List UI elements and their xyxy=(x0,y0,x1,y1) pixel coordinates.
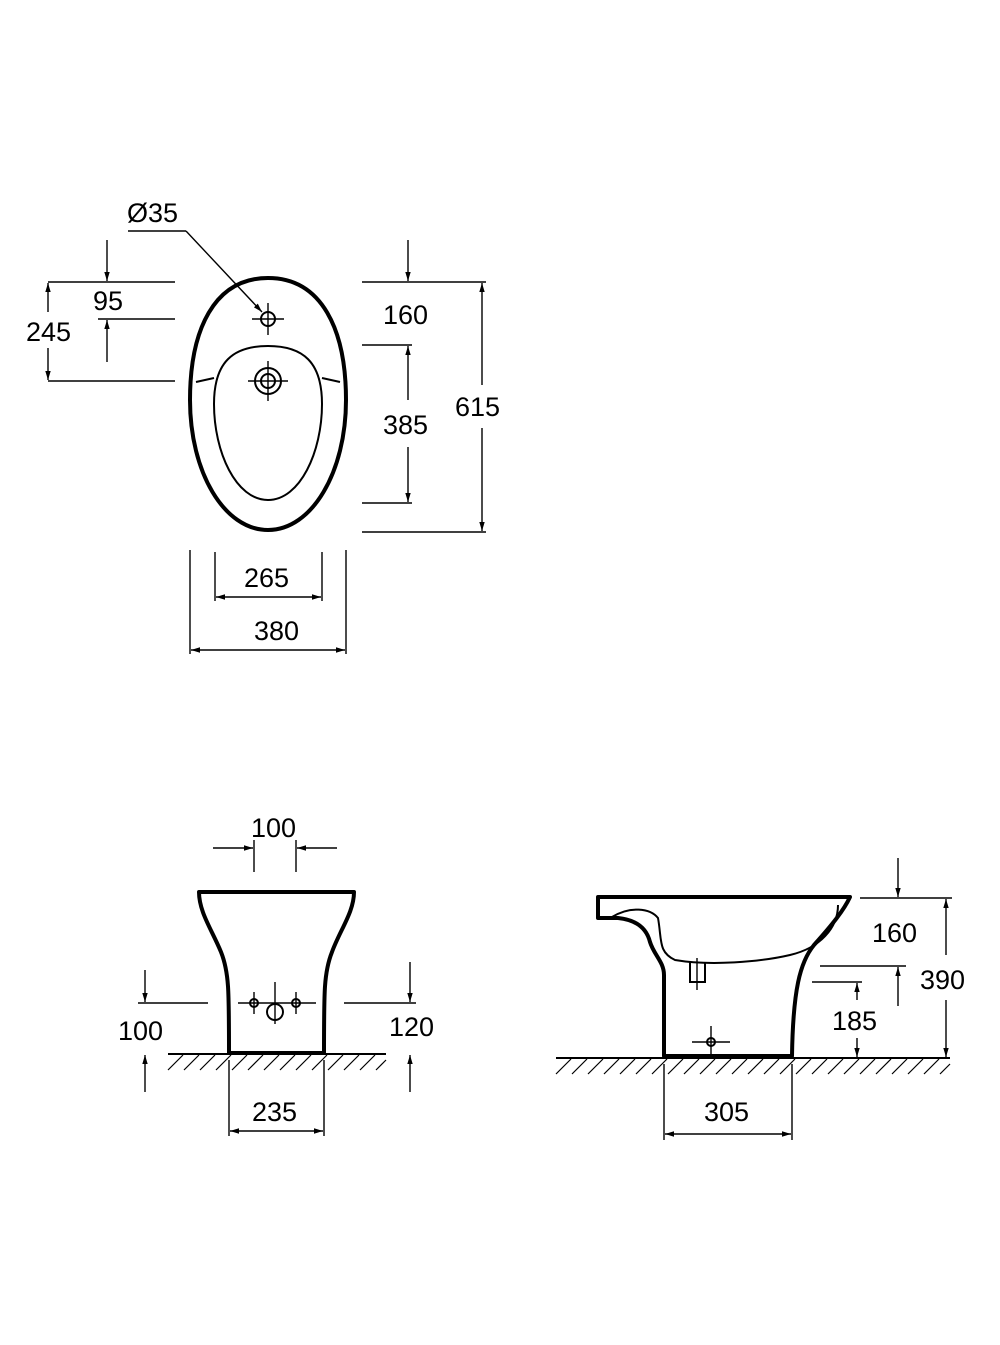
top-view: Ø35 95 245 160 385 615 xyxy=(26,198,500,654)
dim-380: 380 xyxy=(254,616,299,646)
dim-100-top: 100 xyxy=(251,813,296,843)
dim-95: 95 xyxy=(93,286,123,316)
dim-hole-diameter: Ø35 xyxy=(127,198,178,228)
dim-385: 385 xyxy=(383,410,428,440)
bidet-outline-top xyxy=(188,276,348,532)
floor-hatch xyxy=(167,1054,387,1071)
side-fixing-icon xyxy=(692,1026,730,1056)
side-view: 160 185 390 305 xyxy=(555,858,965,1140)
bowl-outline xyxy=(212,344,324,502)
dim-235: 235 xyxy=(252,1097,297,1127)
bidet-outline-side xyxy=(596,895,852,1058)
dim-245: 245 xyxy=(26,317,71,347)
dim-265: 265 xyxy=(244,563,289,593)
dim-305: 305 xyxy=(704,1097,749,1127)
dim-160-side: 160 xyxy=(872,918,917,948)
dim-615: 615 xyxy=(455,392,500,422)
drain-icon xyxy=(248,361,288,401)
dim-185: 185 xyxy=(832,1006,877,1036)
dim-100-side: 100 xyxy=(118,1016,163,1046)
floor-hatch-side xyxy=(555,1058,951,1075)
tap-hole-icon xyxy=(252,303,284,335)
dim-160-top: 160 xyxy=(383,300,428,330)
dim-120: 120 xyxy=(389,1012,434,1042)
fixing-holes-icon xyxy=(238,982,316,1024)
side-drain-icon xyxy=(689,958,706,990)
dim-390: 390 xyxy=(920,965,965,995)
bidet-outline-front xyxy=(197,890,356,1055)
front-view: 100 100 120 235 xyxy=(118,813,434,1136)
